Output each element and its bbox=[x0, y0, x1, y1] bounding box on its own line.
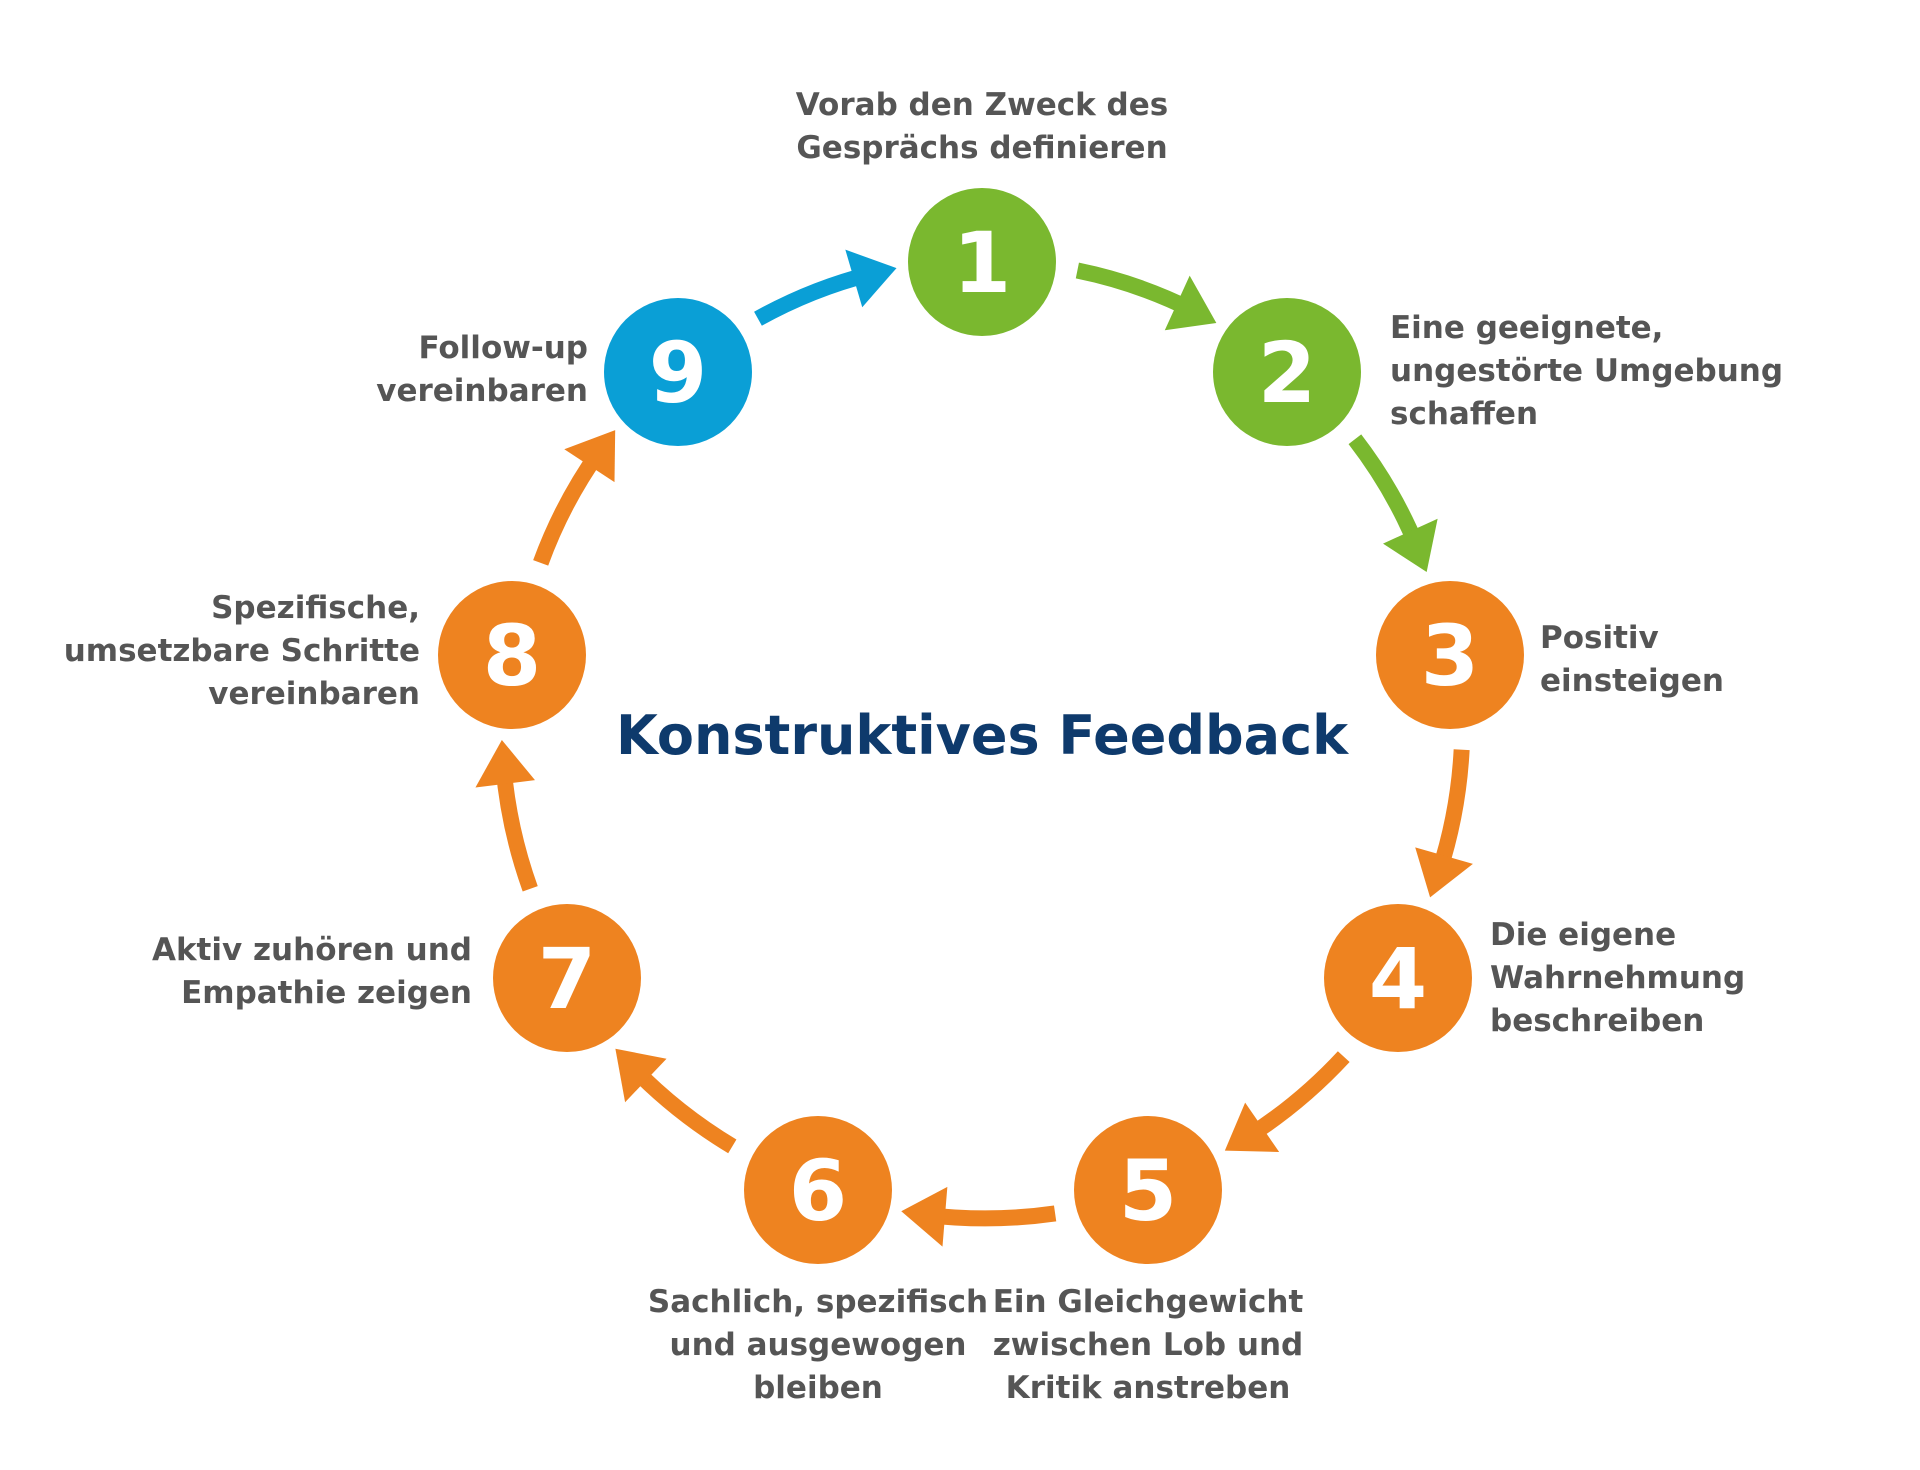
step-label-line: Spezifische, bbox=[211, 590, 420, 626]
step-number-3: 3 bbox=[1421, 607, 1479, 705]
step-label-2: Eine geeignete, ungestörte Umgebung schaff… bbox=[1390, 310, 1783, 432]
step-circle-1 bbox=[908, 188, 1056, 336]
step-node-1: 1 bbox=[908, 188, 1056, 336]
step-label-line: einsteigen bbox=[1540, 663, 1724, 699]
step-label-line: Wahrnehmung bbox=[1490, 960, 1745, 996]
step-number-8: 8 bbox=[483, 607, 541, 705]
step-node-4: 4 bbox=[1324, 904, 1472, 1052]
step-label-9: Follow-up vereinbaren bbox=[376, 330, 588, 409]
step-circle-9 bbox=[604, 298, 752, 446]
step-node-5: 5 bbox=[1074, 1116, 1222, 1264]
step-label-line: Kritik anstreben bbox=[1006, 1370, 1291, 1406]
step-label-line: Positiv bbox=[1540, 620, 1659, 656]
step-label-8: Spezifische, umsetzbare Schritte vereinbar… bbox=[64, 590, 420, 712]
step-label-line: umsetzbare Schritte bbox=[64, 633, 420, 669]
arrow-shaft-8-9 bbox=[533, 446, 606, 566]
arrow-head-7-8 bbox=[475, 739, 535, 788]
step-label-line: ungestörte Umgebung bbox=[1390, 353, 1783, 389]
step-label-line: Eine geeignete, bbox=[1390, 310, 1663, 346]
arrow-head-9-1 bbox=[845, 249, 897, 308]
step-node-2: 2 bbox=[1213, 298, 1361, 446]
step-label-line: schaffen bbox=[1390, 396, 1538, 432]
step-label-line: Die eigene bbox=[1490, 917, 1676, 953]
step-node-3: 3 bbox=[1376, 581, 1524, 729]
step-number-1: 1 bbox=[953, 214, 1011, 312]
step-label-line: Follow-up bbox=[418, 330, 588, 366]
step-label-line: bleiben bbox=[753, 1370, 883, 1406]
step-number-2: 2 bbox=[1258, 324, 1316, 422]
step-number-7: 7 bbox=[538, 930, 596, 1028]
step-label-line: vereinbaren bbox=[208, 676, 420, 712]
arrow-head-2-3 bbox=[1383, 518, 1438, 573]
step-label-6: Sachlich, spezifisch und ausgewogen bleibe… bbox=[648, 1284, 988, 1406]
step-label-line: Ein Gleichgewicht bbox=[993, 1284, 1304, 1320]
step-label-line: zwischen Lob und bbox=[993, 1327, 1303, 1363]
arrow-shaft-9-1 bbox=[754, 266, 873, 326]
step-number-9: 9 bbox=[649, 324, 707, 422]
arrow-head-8-9 bbox=[564, 430, 616, 483]
arrow-shaft-3-4 bbox=[1431, 749, 1470, 875]
step-circle-2 bbox=[1213, 298, 1361, 446]
diagram-title: Konstruktives Feedback bbox=[616, 704, 1349, 767]
step-label-line: Vorab den Zweck des bbox=[796, 87, 1168, 123]
step-circle-8 bbox=[438, 581, 586, 729]
arrow-head-3-4 bbox=[1415, 847, 1473, 898]
arrow-shaft-6-7 bbox=[627, 1062, 737, 1154]
step-label-line: Aktiv zuhören und bbox=[152, 932, 472, 968]
arrows-layer bbox=[475, 249, 1473, 1247]
step-node-7: 7 bbox=[493, 904, 641, 1052]
arrow-head-1-2 bbox=[1164, 275, 1217, 331]
arrow-shaft-2-3 bbox=[1348, 434, 1425, 551]
arrow-shaft-7-8 bbox=[495, 765, 538, 892]
arrow-shaft-4-5 bbox=[1243, 1051, 1350, 1144]
arrow-head-5-6 bbox=[901, 1186, 948, 1247]
step-label-line: Empathie zeigen bbox=[181, 975, 472, 1011]
nodes-layer: 1 2 3 4 5 6 7 8 9 bbox=[438, 188, 1524, 1264]
step-circle-3 bbox=[1376, 581, 1524, 729]
step-node-9: 9 bbox=[604, 298, 752, 446]
step-number-4: 4 bbox=[1369, 930, 1427, 1028]
step-circle-4 bbox=[1324, 904, 1472, 1052]
step-label-3: Positiv einsteigen bbox=[1540, 620, 1724, 699]
step-label-line: Sachlich, spezifisch bbox=[648, 1284, 988, 1320]
arrow-head-4-5 bbox=[1224, 1102, 1280, 1153]
step-circle-6 bbox=[744, 1116, 892, 1264]
arrow-shaft-1-2 bbox=[1075, 262, 1197, 318]
step-circle-7 bbox=[493, 904, 641, 1052]
step-number-5: 5 bbox=[1119, 1142, 1177, 1240]
step-label-line: Gesprächs definieren bbox=[796, 130, 1167, 166]
arrow-head-6-7 bbox=[615, 1048, 667, 1103]
step-number-6: 6 bbox=[789, 1142, 847, 1240]
step-label-line: vereinbaren bbox=[376, 373, 588, 409]
step-circle-5 bbox=[1074, 1116, 1222, 1264]
arrow-shaft-5-6 bbox=[926, 1205, 1057, 1227]
step-label-line: beschreiben bbox=[1490, 1003, 1704, 1039]
step-node-8: 8 bbox=[438, 581, 586, 729]
step-node-6: 6 bbox=[744, 1116, 892, 1264]
step-label-line: und ausgewogen bbox=[670, 1327, 967, 1363]
